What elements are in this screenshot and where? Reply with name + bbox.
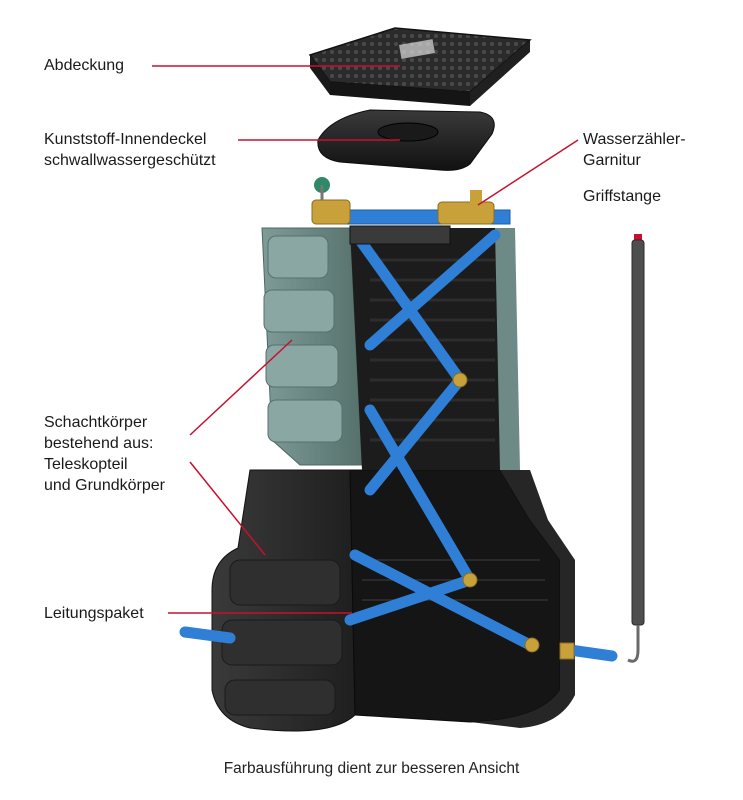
label-wasserzaehler-line1: Wasserzähler- (583, 131, 686, 148)
label-schacht-line3: Teleskopteil (44, 456, 128, 473)
label-schacht-line2: bestehend aus: (44, 435, 154, 452)
label-schacht-line1: Schachtkörper (44, 414, 148, 431)
caption: Farbausführung dient zur besseren Ansich… (223, 760, 520, 777)
leader-schacht-telescope (189, 339, 293, 436)
label-griffstange: Griffstange (583, 188, 661, 205)
handle-rod (627, 234, 645, 663)
shaft-telescope (261, 227, 520, 470)
cover-plate (308, 27, 532, 106)
leader-lines (152, 65, 579, 614)
inner-lid (317, 109, 495, 171)
label-abdeckung: Abdeckung (44, 57, 125, 74)
label-innendeckel-line1: Kunststoff-Innendeckel (44, 131, 207, 148)
pipe-fittings (452, 372, 575, 660)
leader-wasserzaehler (477, 139, 579, 206)
water-meter-assembly (311, 177, 511, 245)
label-leitungspaket: Leitungspaket (44, 605, 144, 622)
label-schacht-line4: und Grundkörper (44, 477, 165, 494)
leader-schacht-base (189, 461, 266, 556)
label-innendeckel-line2: schwallwassergeschützt (44, 152, 216, 169)
pipe-bundle (179, 229, 618, 662)
label-wasserzaehler-line2: Garnitur (583, 152, 641, 169)
shaft-base-body (211, 469, 575, 732)
